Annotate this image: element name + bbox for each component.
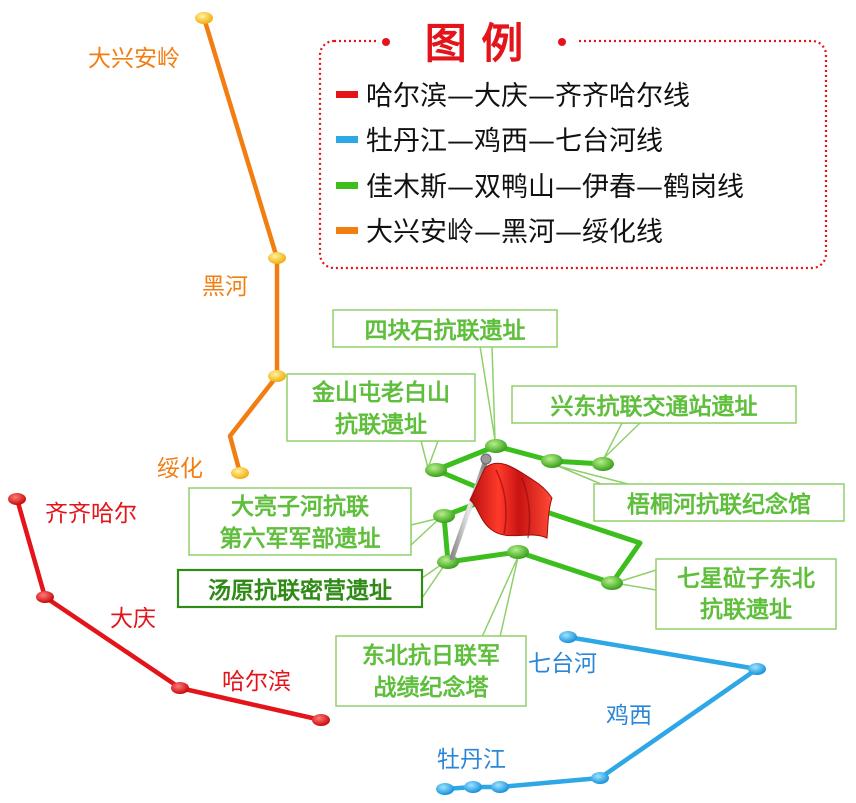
site-label-tangyuan: 汤原抗联密营遗址: [176, 568, 424, 609]
site-label-sikuaishi-text: 四块石抗联遗址: [365, 317, 526, 344]
site-label-daliangzi-line2: 第六军军部遗址: [220, 525, 381, 552]
site-label-xingdong-text: 兴东抗联交通站遗址: [551, 393, 758, 420]
red-route-node: [312, 714, 330, 726]
city-label-qiqihaer: 齐齐哈尔: [45, 501, 137, 527]
green-route-node: [507, 545, 529, 559]
site-label-sikuaishi: 四块石抗联遗址: [332, 309, 558, 348]
city-label-daxinganling: 大兴安岭: [88, 46, 180, 72]
site-label-qixinglazi-line2: 抗联遗址: [700, 596, 792, 623]
site-label-daliangzi: 大亮子河抗联 第六军军部遗址: [188, 487, 412, 556]
legend-swatch-red: [336, 91, 358, 98]
red-route: [8, 493, 330, 726]
legend-title-dot-left: [382, 38, 390, 46]
site-label-wutonghe-text: 梧桐河抗联纪念馆: [627, 491, 811, 518]
city-label-haerbin: 哈尔滨: [222, 669, 291, 695]
blue-route-node: [591, 772, 609, 784]
site-label-tangyuan-text: 汤原抗联密营遗址: [208, 577, 392, 604]
legend-title: 图 例: [425, 19, 524, 68]
site-label-jinshantun-line1: 金山屯老白山: [311, 379, 450, 406]
legend-item-red: 哈尔滨—大庆—齐齐哈尔线: [366, 81, 690, 112]
site-label-jinianta-line2: 战绩纪念塔: [374, 674, 490, 701]
callout-pointer-wutonghe: [557, 465, 629, 485]
city-label-mudanjiang: 牡丹江: [437, 747, 506, 773]
legend-border: [318, 39, 828, 270]
green-route-node: [485, 439, 507, 453]
legend-item-orange: 大兴安岭—黑河—绥化线: [366, 217, 663, 248]
site-label-wutonghe: 梧桐河抗联纪念馆: [593, 483, 845, 522]
orange-route: [195, 12, 286, 479]
green-route-top: [433, 443, 606, 473]
legend-title-backdrop: [376, 22, 576, 64]
red-route-line: [14, 496, 324, 723]
green-route-node: [425, 463, 447, 477]
blue-route-node: [464, 781, 482, 793]
blue-route: [436, 631, 766, 795]
blue-route-node: [748, 663, 766, 675]
orange-route-line: [201, 15, 280, 476]
red-route-node: [171, 682, 189, 694]
site-label-jinianta: 东北抗日联军 战绩纪念塔: [335, 635, 527, 707]
blue-route-node: [559, 631, 577, 643]
orange-route-node: [268, 252, 286, 264]
orange-route-node: [231, 467, 249, 479]
site-label-jinianta-line1: 东北抗日联军: [362, 642, 500, 669]
city-label-suihua: 绥化: [157, 456, 203, 482]
city-label-heihe: 黑河: [202, 274, 248, 300]
callout-pointer-xingdong: [603, 422, 641, 459]
site-label-qixinglazi: 七星砬子东北 抗联遗址: [655, 558, 837, 630]
legend-title-dot-right: [558, 38, 566, 46]
city-label-jixi: 鸡西: [606, 703, 652, 729]
city-label-qitaihe: 七台河: [528, 651, 597, 677]
legend-item-green: 佳木斯—双鸭山—伊春—鹤岗线: [366, 172, 744, 203]
green-route-node: [433, 509, 455, 523]
blue-route-node: [491, 781, 509, 793]
city-label-daqing: 大庆: [110, 606, 156, 632]
orange-route-node: [268, 370, 286, 382]
callout-pointer-jinianta: [481, 556, 519, 638]
orange-route-node: [195, 12, 213, 24]
green-route-node: [592, 457, 614, 471]
legend-swatch-green: [336, 182, 358, 189]
site-label-daliangzi-line1: 大亮子河抗联: [231, 493, 369, 520]
site-label-qixinglazi-line1: 七星砬子东北: [677, 565, 815, 592]
legend-item-blue: 牡丹江—鸡西—七台河线: [366, 126, 663, 157]
site-label-jinshantun: 金山屯老白山 抗联遗址: [286, 373, 476, 442]
green-route-node: [601, 576, 623, 590]
red-route-node: [36, 591, 54, 603]
site-label-jinshantun-line2: 抗联遗址: [335, 411, 427, 438]
callout-pointer-daliangzi: [410, 517, 441, 546]
green-route-node: [541, 454, 563, 468]
green-route-node: [437, 555, 459, 569]
blue-route-node: [436, 783, 454, 795]
callout-pointer-sikuaishi: [479, 345, 496, 441]
red-flag-icon: [449, 453, 553, 561]
legend-swatch-orange: [336, 227, 358, 234]
legend-swatch-blue: [336, 136, 358, 143]
site-label-xingdong: 兴东抗联交通站遗址: [511, 385, 797, 424]
red-route-node: [8, 493, 26, 505]
legend: 图 例 哈尔滨—大庆—齐齐哈尔线 牡丹江—鸡西—七台河线 佳木斯—双鸭山—伊春—…: [318, 19, 828, 270]
